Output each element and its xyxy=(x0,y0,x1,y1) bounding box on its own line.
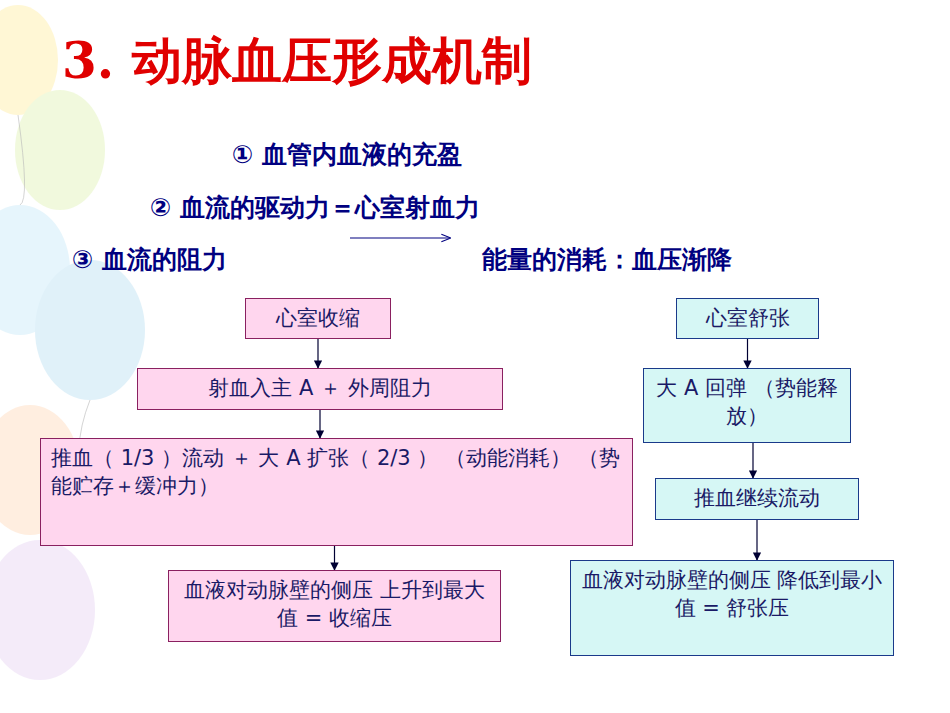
balloon xyxy=(35,260,145,400)
process-box: 大 A 回弹 （势能释放） xyxy=(643,368,851,443)
balloon-string xyxy=(18,115,25,205)
box-text: 大 A 回弹 （势能释放） xyxy=(654,374,840,431)
arrow-line xyxy=(350,237,450,238)
process-box: 推血继续流动 xyxy=(655,478,859,520)
flow-arrow xyxy=(756,520,757,560)
box-text: 推血继续流动 xyxy=(666,484,848,512)
title: 3. 动脉血压形成机制 xyxy=(62,28,532,95)
header-line: ③ 血流的阻力 xyxy=(72,243,227,276)
balloon xyxy=(0,540,95,680)
flow-arrow xyxy=(334,546,335,570)
process-box: 心室收缩 xyxy=(245,298,391,339)
box-text: 推血（ 1/3 ）流动 ＋ 大 A 扩张（ 2/3 ） （动能消耗） （势能贮存… xyxy=(51,444,622,501)
box-text: 血液对动脉壁的侧压 上升到最大值 = 收缩压 xyxy=(179,576,490,633)
flow-arrow xyxy=(747,339,748,368)
box-text: 血液对动脉壁的侧压 降低到最小值 = 舒张压 xyxy=(581,566,883,623)
process-box: 血液对动脉壁的侧压 上升到最大值 = 收缩压 xyxy=(168,570,501,642)
flow-arrow xyxy=(752,443,753,478)
header-line: ① 血管内血液的充盈 xyxy=(232,138,462,171)
box-text: 射血入主 A ＋ 外周阻力 xyxy=(148,374,492,402)
flow-arrow xyxy=(317,339,318,368)
process-box: 推血（ 1/3 ）流动 ＋ 大 A 扩张（ 2/3 ） （动能消耗） （势能贮存… xyxy=(40,438,633,546)
flow-arrow xyxy=(319,410,320,438)
process-box: 血液对动脉壁的侧压 降低到最小值 = 舒张压 xyxy=(570,560,894,656)
balloon xyxy=(15,90,105,210)
process-box: 射血入主 A ＋ 外周阻力 xyxy=(137,368,503,410)
box-text: 心室舒张 xyxy=(687,304,808,332)
header-line: ② 血流的驱动力＝心室射血力 xyxy=(150,191,480,224)
process-box: 心室舒张 xyxy=(676,298,819,339)
header-line: 能量的消耗：血压渐降 xyxy=(482,243,732,276)
box-text: 心室收缩 xyxy=(256,304,380,332)
